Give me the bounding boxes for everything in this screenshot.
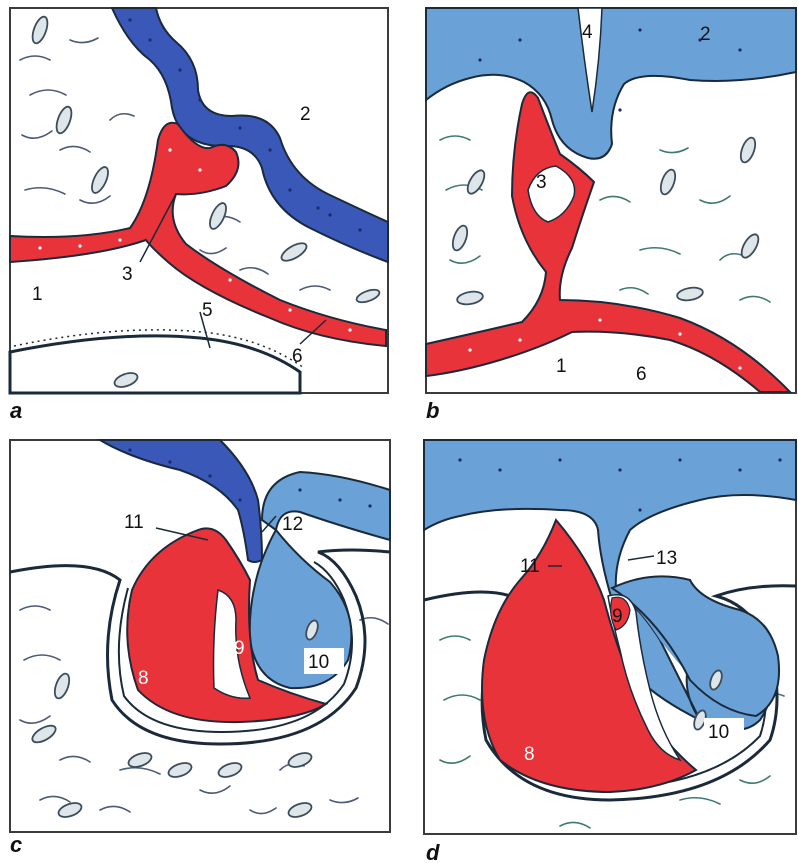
panel-c-label-9: 9 xyxy=(234,638,245,659)
panel-c-label-11: 11 xyxy=(124,512,144,533)
panel-d-label-13: 13 xyxy=(656,548,677,569)
panel-a-label-6: 6 xyxy=(292,346,303,367)
panel-d: 8 9 10 11 13 d xyxy=(424,440,796,863)
panel-b-label-2: 2 xyxy=(700,24,711,45)
panel-a-label-1: 1 xyxy=(32,284,43,305)
panel-a-label-3: 3 xyxy=(122,264,133,285)
panel-d-label-10: 10 xyxy=(708,722,729,743)
panel-d-label-11: 11 xyxy=(520,556,540,577)
panel-b-letter: b xyxy=(426,398,439,423)
panel-c-label-12: 12 xyxy=(282,514,303,535)
panel-a: 1 2 3 5 6 a xyxy=(10,8,388,423)
panel-b: 1 2 3 4 6 b xyxy=(426,8,796,423)
panel-b-label-6: 6 xyxy=(636,364,647,385)
panel-c-label-8: 8 xyxy=(138,668,149,689)
panel-b-label-4: 4 xyxy=(582,22,593,43)
panel-a-label-2: 2 xyxy=(300,104,311,125)
panel-b-label-3: 3 xyxy=(536,172,547,193)
panel-d-label-9: 9 xyxy=(612,606,623,627)
panel-c-letter: c xyxy=(10,832,22,857)
panel-c: 8 9 10 11 12 c xyxy=(10,440,390,857)
panel-d-letter: d xyxy=(426,840,440,863)
panel-a-label-5: 5 xyxy=(202,300,213,321)
panel-a-letter: a xyxy=(10,398,22,423)
panel-c-label-10: 10 xyxy=(308,652,329,673)
panel-d-label-8: 8 xyxy=(524,744,535,765)
panel-b-label-1: 1 xyxy=(556,356,567,377)
